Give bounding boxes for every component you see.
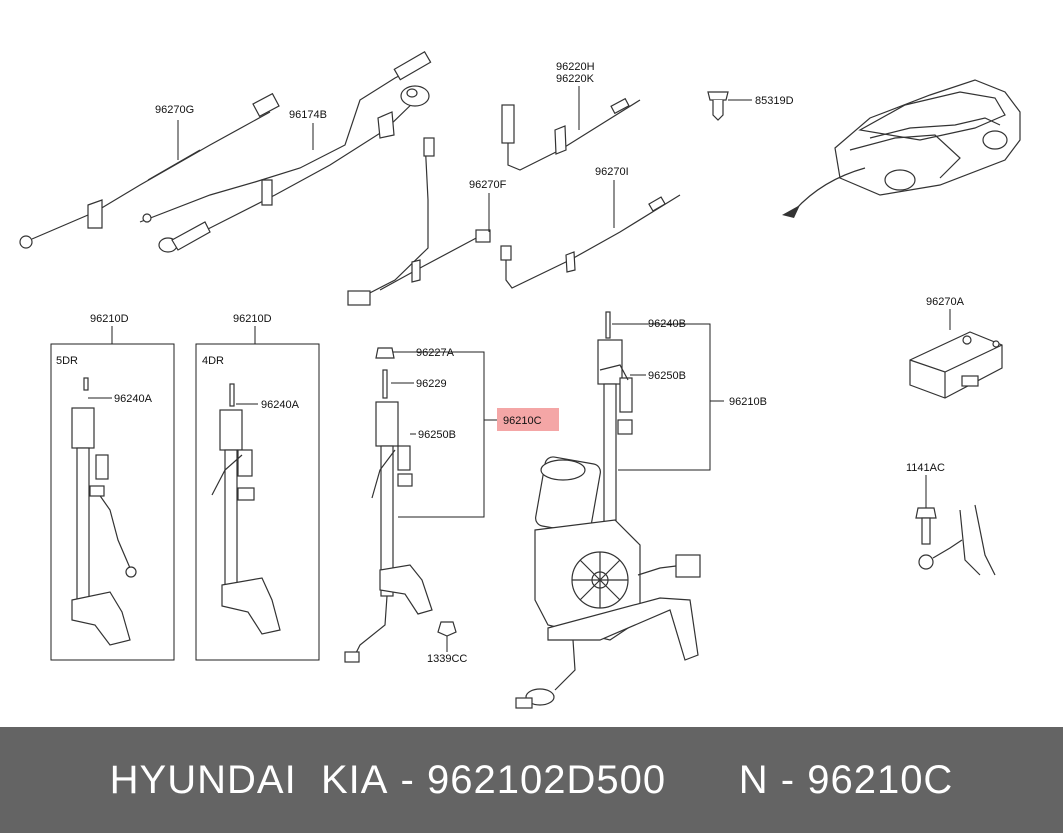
box-4dr: [195, 343, 320, 661]
banner-ref: N: [738, 757, 769, 802]
label-4dr: 4DR: [202, 355, 224, 367]
antenna-motor-96210B: [515, 311, 701, 709]
label-96270A: 96270A: [926, 296, 965, 308]
box-5dr: [50, 343, 175, 661]
callout-arrow: [794, 167, 866, 211]
bracket-96210B: [612, 323, 711, 471]
antenna-mast-4dr: [211, 383, 281, 635]
label-96240A-5dr: 96240A: [114, 393, 153, 405]
exploded-parts-diagram: 96270G 96174B 96220H 96220K 85319D: [19, 50, 1021, 709]
label-96250B-c: 96250B: [418, 429, 456, 441]
arrow-head-icon: [782, 205, 800, 218]
label-96240B: 96240B: [648, 318, 686, 330]
cable-96174B: [139, 50, 432, 253]
label-96227A: 96227A: [416, 347, 455, 359]
label-96220H: 96220H: [556, 61, 595, 73]
label-96270G: 96270G: [155, 104, 194, 116]
bolt-1141AC: [915, 504, 996, 576]
label-96210D-5dr: 96210D: [90, 313, 129, 325]
part-number-banner: HYUNDAI KIA - 962102D500 N - 96210C: [0, 727, 1063, 833]
label-96220K: 96220K: [556, 73, 595, 85]
label-96240A-4dr: 96240A: [261, 399, 300, 411]
label-5dr: 5DR: [56, 355, 78, 367]
screw-85319D: [707, 91, 729, 121]
cable-96220H: [501, 97, 641, 171]
highlight-96210C: [497, 408, 559, 431]
label-96210C: 96210C: [503, 415, 542, 427]
banner-ref-code: 96210C: [807, 757, 954, 802]
banner-part-number: 962102D500: [426, 757, 667, 802]
cable-96270G: [19, 92, 280, 249]
label-96250B-b: 96250B: [648, 370, 686, 382]
cable-96270I: [500, 194, 681, 289]
label-1339CC: 1339CC: [427, 653, 467, 665]
antenna-mast-96210C: [344, 347, 433, 663]
module-96270A: [909, 331, 1003, 399]
label-85319D: 85319D: [755, 95, 794, 107]
nut-1339CC: [437, 621, 457, 637]
banner-brand: HYUNDAI: [109, 757, 297, 802]
banner-brand-2: KIA: [320, 757, 389, 802]
bracket-96210C: [393, 351, 485, 518]
antenna-mast-5dr: [71, 377, 137, 646]
label-96229: 96229: [416, 378, 447, 390]
label-96270F: 96270F: [469, 179, 507, 191]
label-96210B: 96210B: [729, 396, 767, 408]
car-illustration: [834, 79, 1021, 196]
label-96270I: 96270I: [595, 166, 629, 178]
label-96210D-4dr: 96210D: [233, 313, 272, 325]
cable-96270F: [347, 137, 491, 306]
label-96174B: 96174B: [289, 109, 327, 121]
label-1141AC: 1141AC: [906, 462, 945, 474]
